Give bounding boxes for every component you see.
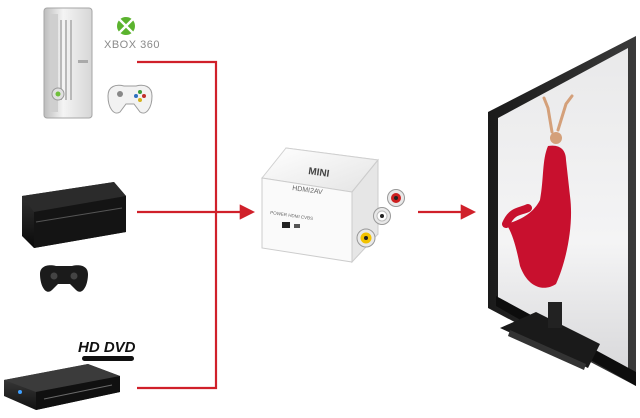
hd-dvd-logo-label: HD DVD [78, 339, 136, 356]
rca-yellow-jack [356, 228, 376, 248]
power-port [282, 222, 290, 228]
converter-brand-label: MINI [308, 166, 331, 180]
xbox-controller-icon [107, 84, 153, 114]
switch-port [294, 224, 300, 228]
hd-dvd-logo-icon: HD DVD [78, 339, 136, 361]
xbox-logo-icon [117, 17, 135, 35]
xbox-brand-label: XBOX 360 [104, 39, 160, 51]
connector-lines [137, 60, 477, 390]
dancer-figure-icon [502, 94, 574, 288]
xbox-connector-line [137, 60, 218, 212]
rca-white-jack [373, 207, 391, 225]
converter-model-label: HDMI2AV [292, 185, 324, 196]
rca-red-jack [387, 189, 405, 207]
dvd-connector-line [137, 212, 218, 390]
playstation-controller-icon [40, 265, 88, 292]
playstation-console-icon [22, 182, 126, 248]
converter-port-label: POWER HDMI CVBS [270, 210, 314, 221]
xbox-console-icon [43, 7, 93, 119]
dvd-player-icon [4, 364, 120, 410]
